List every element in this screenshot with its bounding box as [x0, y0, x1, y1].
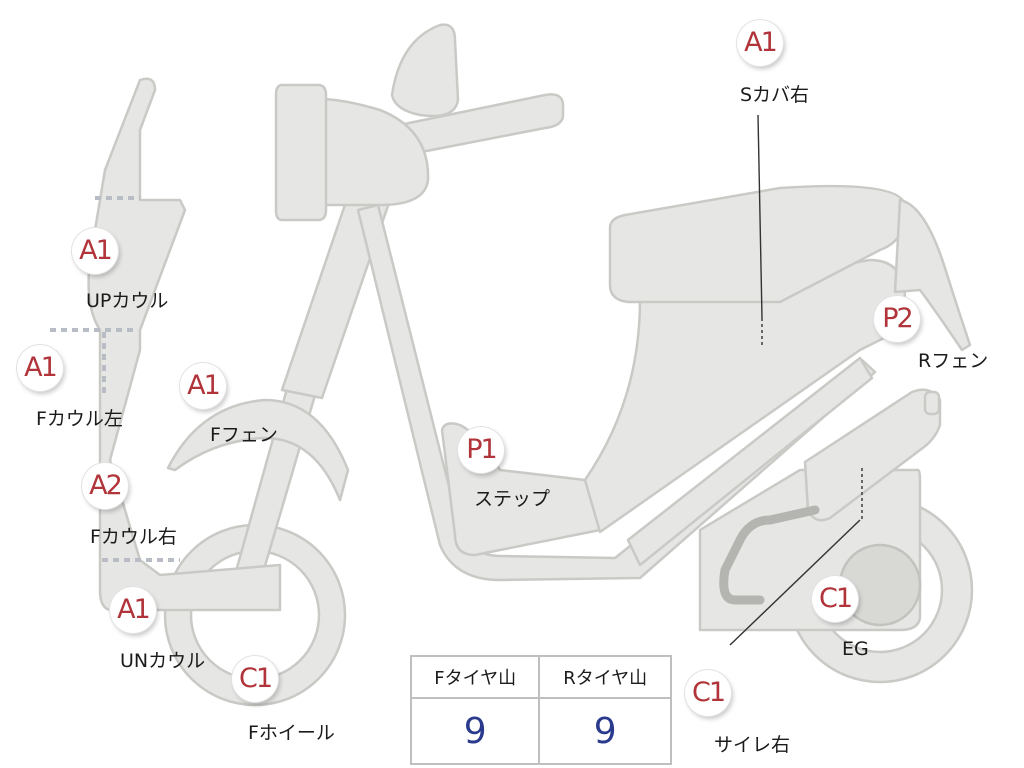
label-f-fender: Fフェン: [210, 424, 278, 446]
rear-tire-header: Rタイヤ山: [538, 655, 672, 699]
leader-s-cover: [757, 114, 763, 319]
label-engine: EG: [842, 638, 869, 660]
rear-frame-bar: [626, 356, 874, 567]
leader-muffler: [729, 519, 861, 646]
badge-f-cowl-right: A2: [82, 463, 128, 509]
seat-cover: [583, 258, 907, 534]
tire-table-value-row: 9 9: [409, 697, 672, 765]
tire-table-header-row: Fタイヤ山 Rタイヤ山: [409, 655, 672, 699]
muffler: [803, 388, 942, 522]
label-muffler-right: サイレ右: [714, 734, 791, 756]
label-f-cowl-right: Fカウル右: [90, 526, 177, 548]
windscreen: [390, 23, 460, 118]
label-f-cowl-left: Fカウル左: [36, 408, 123, 430]
exhaust-pipe: [719, 505, 820, 605]
badge-f-wheel: C1: [232, 656, 278, 702]
label-f-wheel: Fホイール: [248, 722, 335, 744]
badge-f-fender: A1: [180, 363, 226, 409]
badge-f-cowl-left: A1: [17, 345, 63, 391]
rear-fender: [893, 198, 972, 352]
label-s-cover-right: Sカバ右: [740, 84, 810, 106]
label-un-cowl: UNカウル: [120, 650, 206, 672]
front-cowl: [87, 77, 282, 612]
badge-un-cowl: A1: [110, 587, 156, 633]
label-step: ステップ: [474, 488, 551, 510]
label-r-fender: Rフェン: [918, 350, 989, 372]
front-fender: [166, 398, 350, 502]
headlight: [274, 83, 328, 222]
muffler-tip: [923, 390, 941, 416]
tire-tread-table: Fタイヤ山 Rタイヤ山 9 9: [409, 655, 672, 765]
badge-s-cover-right: A1: [737, 20, 783, 66]
badge-r-fender: P2: [874, 296, 920, 342]
front-tire-value: 9: [409, 697, 541, 765]
badge-step: P1: [458, 427, 504, 473]
headlight-housing: [298, 97, 430, 207]
badge-up-cowl: A1: [72, 228, 118, 274]
rear-tire-value: 9: [538, 697, 672, 765]
badge-muffler-right: C1: [685, 670, 731, 716]
label-up-cowl: UPカウル: [86, 290, 169, 312]
front-tire-header: Fタイヤ山: [409, 655, 541, 699]
badge-engine: C1: [812, 576, 858, 622]
